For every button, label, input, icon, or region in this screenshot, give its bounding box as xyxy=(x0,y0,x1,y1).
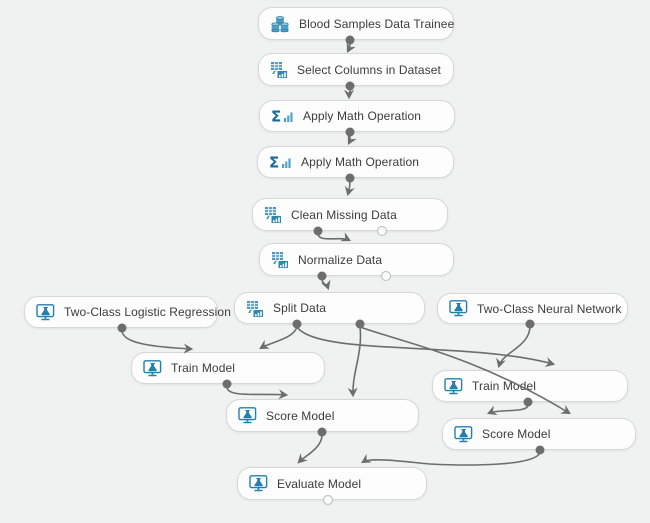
node-label: Apply Math Operation xyxy=(303,109,422,123)
connection-select-columns-to-apply-math-1[interactable] xyxy=(343,89,355,100)
model-icon xyxy=(143,359,162,377)
svg-text:Σ: Σ xyxy=(271,108,281,124)
model-icon xyxy=(444,377,463,395)
node-label: Apply Math Operation xyxy=(301,155,420,169)
table-icon xyxy=(271,251,289,268)
node-split[interactable]: Split Data xyxy=(234,292,425,324)
node-blood-samples[interactable]: Blood Samples Data Trainee xyxy=(258,7,454,40)
node-label: Select Columns in Dataset xyxy=(297,62,441,77)
node-label: Blood Samples Data Trainee xyxy=(299,16,455,31)
connection-clean-missing-to-normalize[interactable] xyxy=(317,232,352,242)
sigma-icon: Σ xyxy=(269,154,292,170)
connection-split-to-train-left[interactable] xyxy=(259,326,298,350)
node-train-right[interactable]: Train Model xyxy=(432,370,628,402)
node-apply-math-2[interactable]: Σ Apply Math Operation xyxy=(257,146,454,178)
node-normalize[interactable]: Normalize Data xyxy=(259,243,454,276)
connection-logistic-to-train-left[interactable] xyxy=(121,330,194,354)
connection-score-left-to-evaluate[interactable] xyxy=(297,434,323,464)
connection-split-to-score-left[interactable] xyxy=(347,326,362,398)
node-train-left[interactable]: Train Model xyxy=(131,352,325,384)
node-label: Clean Missing Data xyxy=(291,207,397,222)
node-label: Score Model xyxy=(266,408,335,423)
model-icon xyxy=(238,407,257,424)
node-label: Two-Class Neural Network xyxy=(477,301,622,316)
node-score-left[interactable]: Score Model xyxy=(226,399,419,432)
node-apply-math-1[interactable]: Σ Apply Math Operation xyxy=(259,100,455,132)
node-label: Split Data xyxy=(273,301,327,315)
connection-normalize-to-split[interactable] xyxy=(320,278,331,291)
connection-train-left-to-score-left[interactable] xyxy=(226,386,289,400)
node-label: Train Model xyxy=(472,379,537,393)
connection-score-right-to-evaluate[interactable] xyxy=(361,452,541,466)
node-logistic[interactable]: Two-Class Logistic Regression xyxy=(24,296,231,328)
model-icon xyxy=(449,300,468,317)
node-score-right[interactable]: Score Model xyxy=(442,418,636,450)
svg-text:Σ: Σ xyxy=(269,154,279,170)
node-label: Train Model xyxy=(171,361,236,375)
table-icon xyxy=(246,300,264,317)
connection-apply-math-2-to-clean-missing[interactable] xyxy=(344,180,355,197)
sigma-icon: Σ xyxy=(271,108,294,124)
dataset-icon xyxy=(270,15,290,33)
node-label: Two-Class Logistic Regression xyxy=(64,305,231,319)
node-label: Evaluate Model xyxy=(277,476,362,491)
node-evaluate[interactable]: Evaluate Model xyxy=(237,467,427,500)
connection-apply-math-1-to-apply-math-2[interactable] xyxy=(347,134,357,146)
node-label: Score Model xyxy=(482,427,551,441)
node-clean-missing[interactable]: Clean Missing Data xyxy=(252,198,448,231)
model-icon xyxy=(36,303,55,321)
table-icon xyxy=(270,61,288,78)
connection-split-to-train-right[interactable] xyxy=(296,326,556,367)
node-label: Normalize Data xyxy=(298,252,383,267)
node-select-columns[interactable]: Select Columns in Dataset xyxy=(258,53,454,86)
connection-train-right-to-score-right[interactable] xyxy=(486,404,529,415)
connection-neural-to-train-right[interactable] xyxy=(496,326,531,369)
table-icon xyxy=(264,206,282,223)
connection-blood-samples-to-select-columns[interactable] xyxy=(346,42,356,54)
model-icon xyxy=(249,475,268,492)
model-icon xyxy=(454,425,473,443)
node-neural[interactable]: Two-Class Neural Network xyxy=(437,293,628,324)
